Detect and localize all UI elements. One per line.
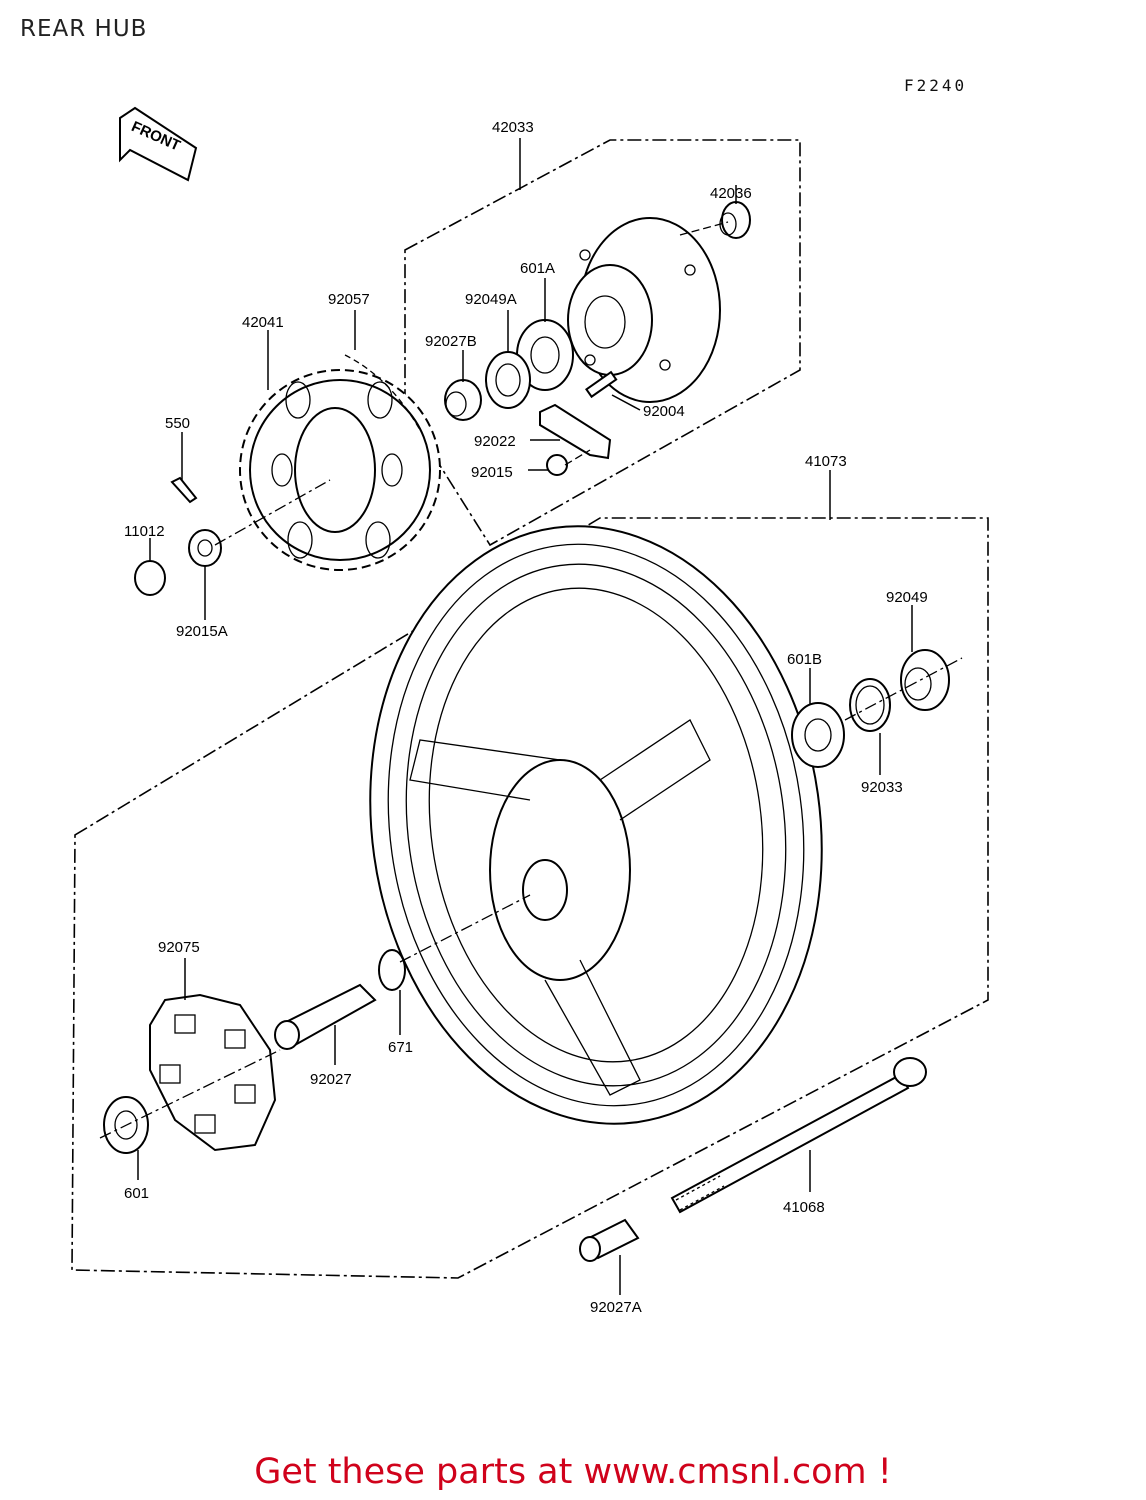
nut-92015-icon	[546, 454, 568, 476]
axle-icon	[670, 1057, 927, 1214]
label-92033: 92033	[861, 779, 903, 796]
label-42036: 42036	[710, 185, 752, 202]
cap-11012-icon	[134, 560, 166, 596]
sprocket-icon	[239, 369, 441, 571]
label-92049a: 92049A	[465, 291, 517, 308]
collar-92027b-icon	[444, 379, 482, 421]
sprocket-carrier-icon	[567, 217, 721, 403]
promo-banner[interactable]: Get these parts at www.cmsnl.com !	[254, 1452, 892, 1492]
front-arrow-icon: FRONT	[119, 106, 198, 182]
label-671: 671	[388, 1039, 413, 1056]
cotter-pin-icon	[170, 476, 198, 504]
label-92049: 92049	[886, 589, 928, 606]
label-601: 601	[124, 1185, 149, 1202]
page-title: REAR HUB	[20, 16, 148, 42]
seal-92049-icon	[900, 649, 950, 711]
label-41068: 41068	[783, 1199, 825, 1216]
label-41073: 41073	[805, 453, 847, 470]
label-92027a: 92027A	[590, 1299, 642, 1316]
seal-92049a-icon	[485, 351, 531, 409]
pin-92004-icon	[585, 370, 618, 399]
label-92022: 92022	[474, 433, 516, 450]
collar-92027-icon	[274, 983, 377, 1050]
label-42041: 42041	[242, 314, 284, 331]
plate-92022-icon	[539, 403, 612, 460]
wheel-assembly-outline	[71, 517, 989, 1279]
label-92057: 92057	[328, 291, 370, 308]
leader-lines	[99, 138, 963, 1295]
collar-92027a-icon	[579, 1218, 640, 1262]
circlip-icon	[849, 678, 891, 732]
label-601a: 601A	[520, 260, 555, 277]
collar-42036-icon	[719, 201, 751, 239]
label-92027: 92027	[310, 1071, 352, 1088]
rear-wheel-icon	[369, 525, 823, 1125]
label-550: 550	[165, 415, 190, 432]
label-92004: 92004	[643, 403, 685, 420]
o-ring-icon	[378, 949, 406, 991]
label-92015a: 92015A	[176, 623, 228, 640]
damper-icon	[149, 993, 277, 1152]
label-92027b: 92027B	[425, 333, 477, 350]
figure-code: F2240	[904, 76, 968, 95]
label-42033: 42033	[492, 119, 534, 136]
label-92075: 92075	[158, 939, 200, 956]
bearing-601b-icon	[791, 702, 845, 768]
label-601b: 601B	[787, 651, 822, 668]
chain-icon	[344, 354, 421, 431]
nut-92015a-icon	[188, 529, 222, 567]
label-11012: 11012	[124, 523, 165, 540]
label-92015: 92015	[471, 464, 513, 481]
